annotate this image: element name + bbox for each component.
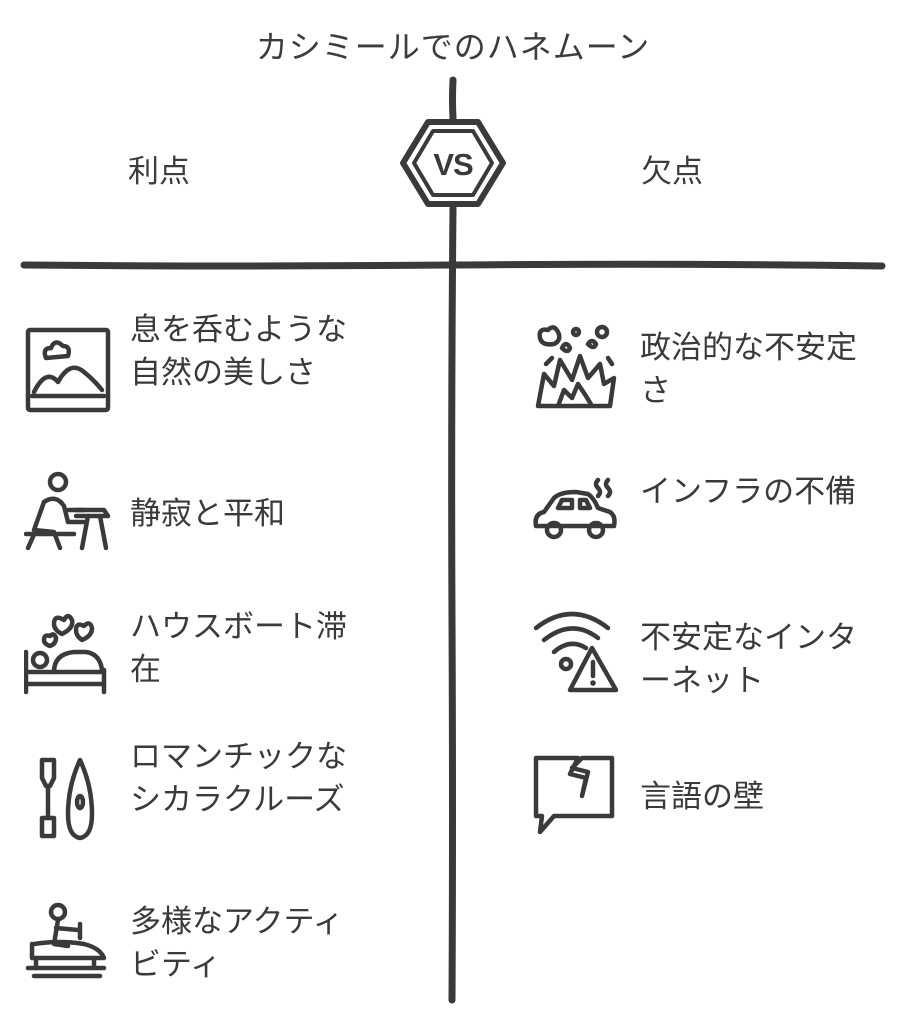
vertical-divider-top	[449, 76, 457, 122]
cons-item-label: 言語の壁	[640, 779, 764, 815]
vs-label: VS	[433, 147, 473, 182]
pros-item-houseboat: ハウスボート滞在	[24, 609, 354, 700]
cons-item-politics: 政治的な不安定さ	[532, 320, 862, 420]
cons-item-infrastructure: インフラの不備	[532, 470, 862, 560]
explosion-icon	[535, 324, 617, 409]
pros-heading: 利点	[128, 154, 190, 190]
cons-item-internet: 不安定なインターネット	[532, 606, 862, 706]
person-at-desk-icon	[24, 471, 111, 551]
pros-item-nature: 息を呑むような自然の美しさ	[24, 312, 354, 438]
pros-item-label: ハウスボート滞在	[130, 609, 347, 688]
vs-badge: VS	[400, 119, 506, 207]
wifi-warning-icon	[533, 611, 619, 693]
bed-with-hearts-icon	[24, 613, 107, 695]
landscape-picture-icon	[25, 327, 111, 413]
broken-car-icon	[533, 477, 617, 540]
broken-speech-bubble-icon	[533, 755, 615, 835]
pros-item-peace: 静寂と平和	[24, 470, 354, 560]
pros-item-label: 多様なアクティビティ	[130, 904, 344, 983]
cons-item-language: 言語の壁	[532, 752, 862, 842]
vertical-divider	[448, 204, 457, 1004]
horizontal-divider	[20, 260, 886, 270]
cons-item-label: 不安定なインターネット	[640, 620, 857, 699]
jet-ski-icon	[25, 902, 107, 979]
pros-item-shikara: ロマンチックなシカラクルーズ	[24, 739, 354, 862]
cons-item-label: インフラの不備	[640, 474, 857, 510]
diagram-title: カシミールでのハネムーン	[255, 28, 651, 66]
cons-item-label: 政治的な不安定さ	[640, 330, 857, 409]
pros-item-label: 息を呑むような自然の美しさ	[130, 312, 347, 391]
pros-item-label: ロマンチックなシカラクルーズ	[130, 739, 347, 818]
pros-item-label: 静寂と平和	[130, 496, 285, 532]
paddle-and-boat-icon	[39, 757, 95, 841]
pros-item-activities: 多様なアクティビティ	[24, 900, 354, 990]
cons-heading: 欠点	[641, 154, 703, 190]
